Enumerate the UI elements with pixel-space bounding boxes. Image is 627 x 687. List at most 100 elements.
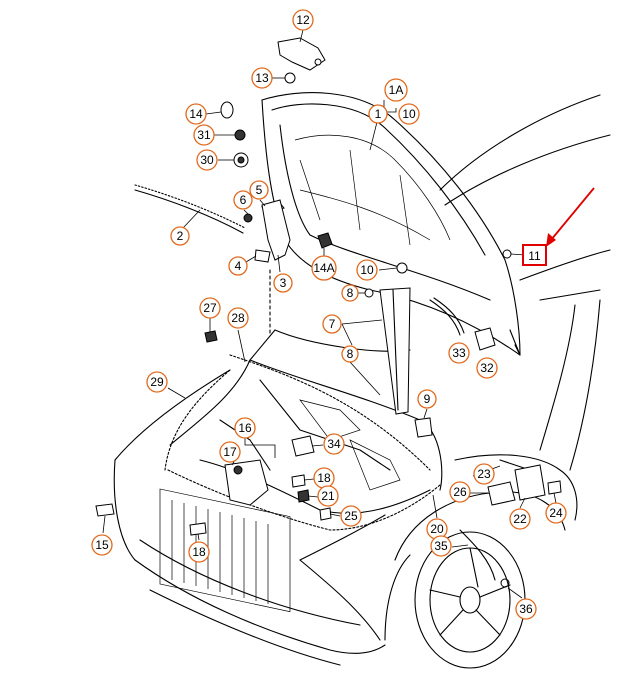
svg-text:31: 31 <box>197 128 211 142</box>
headlight-edge <box>299 559 381 641</box>
windshield-top <box>444 134 611 206</box>
hub <box>459 586 481 614</box>
radiator-fins <box>171 500 269 604</box>
part-34-clip <box>291 435 315 457</box>
callout-4[interactable]: 4 <box>228 256 248 276</box>
svg-text:23: 23 <box>477 467 491 481</box>
bay-detail-1 <box>259 379 391 471</box>
seal-left <box>164 369 231 471</box>
seal-rear <box>229 354 431 471</box>
hood-outer-top <box>261 92 521 356</box>
fender-top <box>454 454 578 521</box>
callout-18-upper[interactable]: 18 <box>313 467 335 489</box>
svg-text:3: 3 <box>280 276 287 290</box>
svg-text:15: 15 <box>95 538 109 552</box>
part-15-bolt <box>95 503 115 517</box>
callout-22[interactable]: 22 <box>509 508 531 530</box>
svg-text:25: 25 <box>344 509 358 523</box>
hood-left-edge <box>114 369 231 461</box>
bay-bracket-2 <box>349 439 401 491</box>
svg-text:1: 1 <box>375 107 382 121</box>
part-4-bolt <box>254 249 271 263</box>
callout-18-lower[interactable]: 18 <box>188 541 210 563</box>
bumper-bottom <box>149 589 341 666</box>
hood-brace-4 <box>349 149 361 231</box>
callout-27[interactable]: 27 <box>199 297 221 319</box>
svg-text:21: 21 <box>321 489 335 503</box>
bay-rear-wall <box>249 359 443 491</box>
callout-33[interactable]: 33 <box>448 342 470 364</box>
svg-text:36: 36 <box>519 602 533 616</box>
callout-29[interactable]: 29 <box>146 371 168 393</box>
callout-10-top[interactable]: 10 <box>398 103 420 125</box>
parts <box>95 37 562 588</box>
callout-28[interactable]: 28 <box>227 307 249 329</box>
svg-text:12: 12 <box>296 13 310 27</box>
svg-text:20: 20 <box>430 522 444 536</box>
roof-line <box>439 94 601 191</box>
callout-15[interactable]: 15 <box>91 534 113 556</box>
callout-8-lower[interactable]: 8 <box>341 345 359 363</box>
svg-text:29: 29 <box>150 375 164 389</box>
svg-text:14: 14 <box>189 107 203 121</box>
callout-30[interactable]: 30 <box>196 149 218 171</box>
seal-front <box>167 469 441 531</box>
part-27-clip <box>204 330 218 343</box>
callout-32[interactable]: 32 <box>476 357 498 379</box>
callout-21[interactable]: 21 <box>317 485 339 507</box>
tyre <box>414 531 526 669</box>
callout-24[interactable]: 24 <box>545 502 567 524</box>
callout-6[interactable]: 6 <box>233 190 253 210</box>
callout-9[interactable]: 9 <box>417 389 437 409</box>
bumper-lower <box>134 559 386 654</box>
svg-text:32: 32 <box>480 361 494 375</box>
hood-brace-5 <box>399 174 411 246</box>
callout-35[interactable]: 35 <box>430 535 452 557</box>
part-18-bolt-b <box>189 522 207 536</box>
part-24-clip <box>547 480 562 495</box>
svg-text:1A: 1A <box>389 83 404 97</box>
svg-text:35: 35 <box>434 539 448 553</box>
callout-36[interactable]: 36 <box>515 598 537 620</box>
callout-5[interactable]: 5 <box>249 180 269 200</box>
highlight-arrow: 11 <box>522 187 595 266</box>
callout-23[interactable]: 23 <box>473 463 495 485</box>
svg-text:13: 13 <box>255 71 269 85</box>
callout-34[interactable]: 34 <box>323 433 345 455</box>
callout-3[interactable]: 3 <box>273 273 293 293</box>
callout-13[interactable]: 13 <box>251 67 273 89</box>
svg-text:8: 8 <box>347 347 354 361</box>
callout-11-label: 11 <box>528 249 541 263</box>
callout-7[interactable]: 7 <box>322 314 342 334</box>
part-16-lock <box>224 459 269 506</box>
svg-text:18: 18 <box>317 471 331 485</box>
svg-text:18: 18 <box>192 545 206 559</box>
callout-16[interactable]: 16 <box>234 417 256 439</box>
svg-text:9: 9 <box>424 392 431 406</box>
part-11-buffer <box>502 249 512 259</box>
bay-bracket <box>299 399 361 441</box>
callout-1[interactable]: 1 <box>368 104 388 124</box>
fender-front <box>384 554 411 641</box>
callout-10-mid[interactable]: 10 <box>356 259 378 281</box>
bumper-mid <box>139 539 361 626</box>
part-13-bumper <box>284 72 296 84</box>
callout-14a[interactable]: 14A <box>311 255 337 281</box>
part-14a-clip <box>317 232 333 249</box>
callout-2[interactable]: 2 <box>170 226 190 246</box>
callout-25[interactable]: 25 <box>340 505 362 527</box>
callout-12[interactable]: 12 <box>292 9 314 31</box>
svg-text:30: 30 <box>200 153 214 167</box>
part-25-clip <box>319 507 332 521</box>
callout-17[interactable]: 17 <box>219 441 241 463</box>
part-22-bracket <box>514 464 546 501</box>
callout-14[interactable]: 14 <box>185 103 207 125</box>
svg-text:4: 4 <box>235 259 242 273</box>
callout-8-upper[interactable]: 8 <box>341 284 359 302</box>
callout-1a[interactable]: 1A <box>384 78 408 102</box>
callout-26[interactable]: 26 <box>449 481 471 503</box>
door-line <box>569 299 601 471</box>
callout-31[interactable]: 31 <box>193 124 215 146</box>
svg-text:2: 2 <box>177 229 184 243</box>
